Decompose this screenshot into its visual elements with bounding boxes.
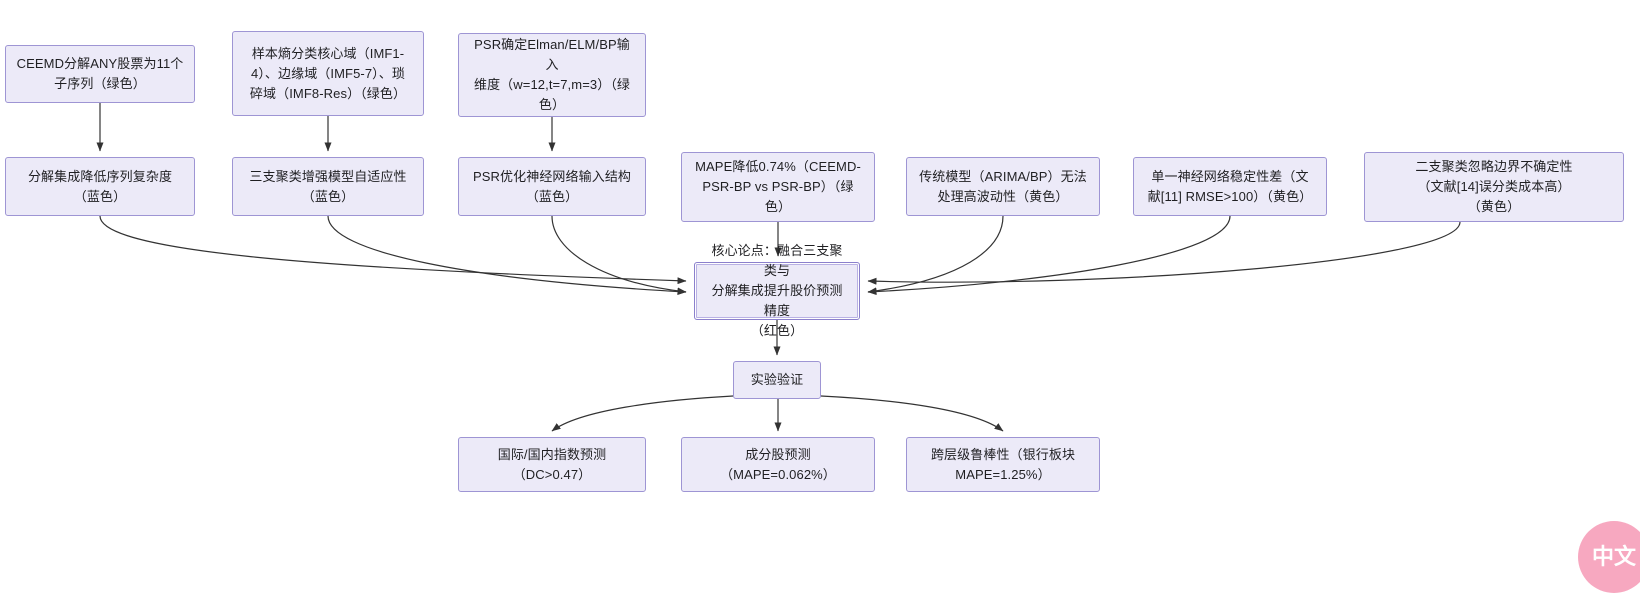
node-core-thesis[interactable]: 核心论点：融合三支聚类与 分解集成提升股价预测精度 （红色） [694, 243, 860, 338]
edge-n8-core [867, 215, 1004, 295]
node-label: 分解集成降低序列复杂度 （蓝色） [27, 168, 173, 204]
node-label: MAPE降低0.74%（CEEMD- PSR-BP vs PSR-BP）（绿 色… [695, 159, 861, 214]
node-constituent-stock-result[interactable]: 成分股预测 （MAPE=0.062%） [681, 437, 875, 492]
node-three-way-clustering-adaptivity[interactable]: 三支聚类增强模型自适应性 （蓝色） [232, 157, 424, 216]
edge-n10-core [867, 221, 1461, 285]
node-label: 实验验证 [750, 372, 804, 387]
edge-n5-core [327, 215, 687, 296]
node-label: 跨层级鲁棒性（银行板块 MAPE=1.25%） [930, 446, 1076, 482]
watermark-text: 中文 [1591, 544, 1636, 569]
node-label: 核心论点：融合三支聚类与 分解集成提升股价预测精度 （红色） [711, 243, 843, 338]
node-label: 二支聚类忽略边界不确定性 （文献[14]误分类成本高） （黄色） [1415, 159, 1573, 214]
edge-exp-r3 [820, 395, 1004, 432]
node-label: PSR优化神经网络输入结构 （蓝色） [472, 168, 632, 204]
watermark-badge: 中文 [1578, 521, 1640, 593]
node-experimental-validation[interactable]: 实验验证 [733, 361, 821, 399]
node-single-network-instability[interactable]: 单一神经网络稳定性差（文 献[11] RMSE>100）（黄色） [1133, 157, 1327, 216]
node-label: PSR确定Elman/ELM/BP输入 维度（w=12,t=7,m=3）（绿 色… [473, 37, 631, 112]
node-label: 传统模型（ARIMA/BP）无法 处理高波动性（黄色） [919, 168, 1087, 204]
node-decomposition-reduces-complexity[interactable]: 分解集成降低序列复杂度 （蓝色） [5, 157, 195, 216]
node-sample-entropy-classification[interactable]: 样本熵分类核心域（IMF1- 4）、边缘域（IMF5-7）、琐 碎域（IMF8-… [232, 31, 424, 116]
node-label: 样本熵分类核心域（IMF1- 4）、边缘域（IMF5-7）、琐 碎域（IMF8-… [249, 45, 407, 101]
edge-n6-core [551, 215, 687, 295]
node-label: 三支聚类增强模型自适应性 （蓝色） [249, 168, 407, 204]
node-label: 国际/国内指数预测 （DC>0.47） [497, 446, 607, 482]
node-ceemd-decomposition[interactable]: CEEMD分解ANY股票为11个 子序列（绿色） [5, 45, 195, 103]
node-psr-optimizes-network-input[interactable]: PSR优化神经网络输入结构 （蓝色） [458, 157, 646, 216]
edge-n9-core [867, 215, 1231, 296]
node-mape-reduction-evidence[interactable]: MAPE降低0.74%（CEEMD- PSR-BP vs PSR-BP）（绿 色… [681, 152, 875, 222]
node-traditional-model-limitation[interactable]: 传统模型（ARIMA/BP）无法 处理高波动性（黄色） [906, 157, 1100, 216]
node-label: 单一神经网络稳定性差（文 献[11] RMSE>100）（黄色） [1147, 168, 1313, 204]
node-label: 成分股预测 （MAPE=0.062%） [720, 446, 836, 482]
diagram-canvas: CEEMD分解ANY股票为11个 子序列（绿色） 样本熵分类核心域（IMF1- 4… [5, 31, 1640, 593]
node-cross-level-robustness-result[interactable]: 跨层级鲁棒性（银行板块 MAPE=1.25%） [906, 437, 1100, 492]
edge-n4-core [99, 215, 687, 285]
edge-exp-r1 [551, 395, 734, 432]
node-label: CEEMD分解ANY股票为11个 子序列（绿色） [16, 56, 184, 91]
node-psr-input-dimension[interactable]: PSR确定Elman/ELM/BP输入 维度（w=12,t=7,m=3）（绿 色… [458, 33, 646, 117]
node-two-way-clustering-limitation[interactable]: 二支聚类忽略边界不确定性 （文献[14]误分类成本高） （黄色） [1364, 152, 1624, 222]
node-index-prediction-result[interactable]: 国际/国内指数预测 （DC>0.47） [458, 437, 646, 492]
